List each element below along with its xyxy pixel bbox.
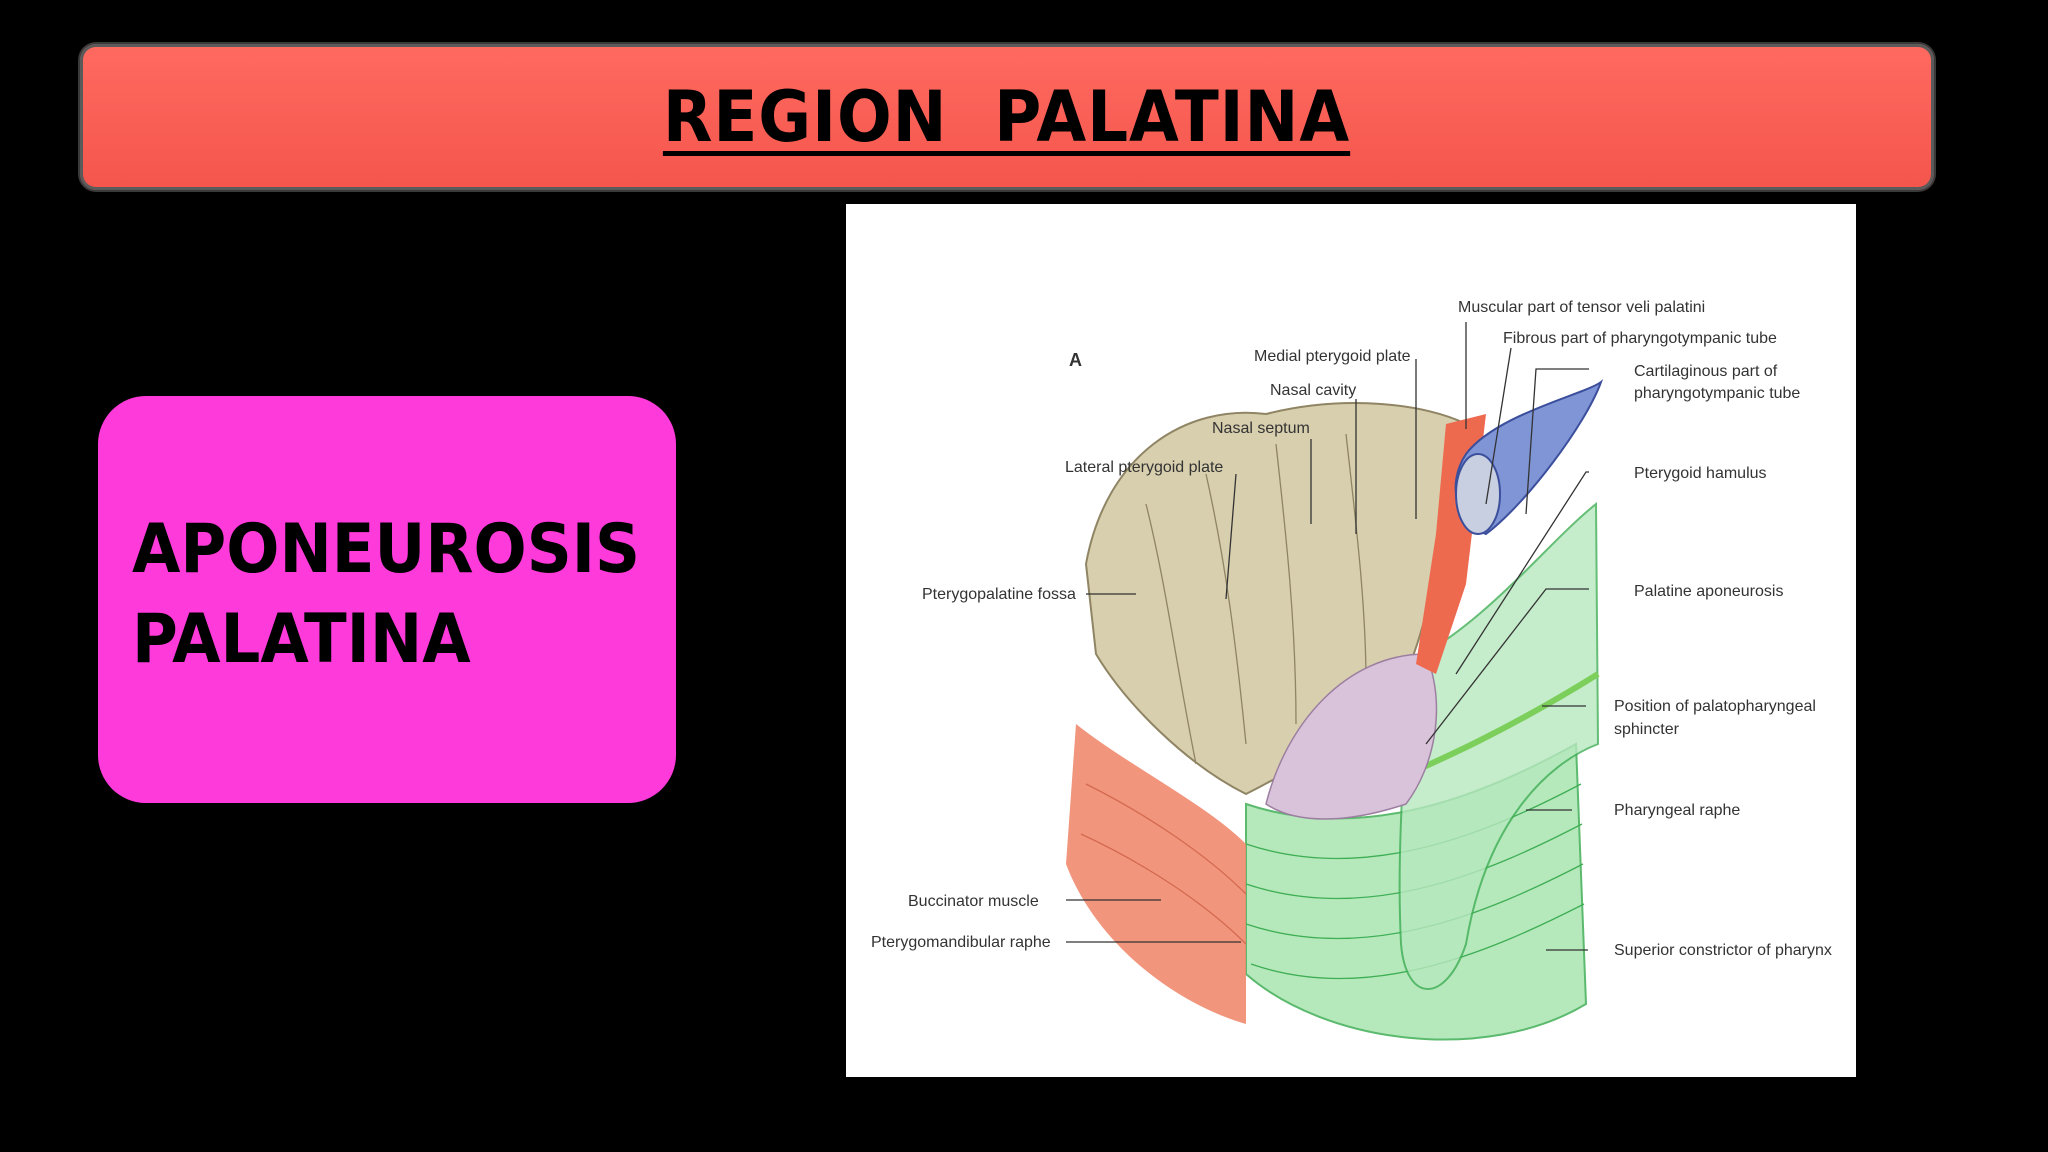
label-fibrous-tube: Fibrous part of pharyngotympanic tube (1503, 330, 1777, 347)
panel-letter: A (1069, 350, 1082, 370)
label-buccinator: Buccinator muscle (908, 893, 1039, 910)
label-nasal-cavity: Nasal cavity (1270, 382, 1356, 399)
label-pterygoid-hamulus: Pterygoid hamulus (1634, 465, 1767, 482)
palatine-aponeurosis-shape (1265, 653, 1438, 820)
label-nasal-septum: Nasal septum (1212, 420, 1310, 437)
slide-title: REGION PALATINA (663, 76, 1351, 158)
anatomy-illustration: A Muscular part of tensor veli palatini … (871, 299, 1832, 1041)
label-cartilaginous-1: Cartilaginous part of (1634, 363, 1778, 380)
label-superior-constrictor: Superior constrictor of pharynx (1614, 942, 1832, 959)
topic-box: APONEUROSIS PALATINA (98, 396, 676, 803)
topic-line-2: PALATINA (132, 600, 471, 679)
label-medial-plate: Medial pterygoid plate (1254, 348, 1411, 365)
anatomy-figure: A Muscular part of tensor veli palatini … (846, 204, 1856, 1077)
title-bar: REGION PALATINA (80, 44, 1934, 190)
label-cartilaginous-2: pharyngotympanic tube (1634, 385, 1800, 402)
label-pharyngeal-raphe: Pharyngeal raphe (1614, 802, 1740, 819)
label-pterygomandibular: Pterygomandibular raphe (871, 934, 1051, 951)
label-lateral-plate: Lateral pterygoid plate (1065, 459, 1223, 476)
label-pterygopalatine-fossa: Pterygopalatine fossa (922, 586, 1076, 603)
palatopharyngeal-shape (1398, 501, 1600, 990)
topic-line-1: APONEUROSIS (132, 510, 641, 589)
label-muscular-tensor: Muscular part of tensor veli palatini (1458, 299, 1705, 316)
label-palatopharyngeal-1: Position of palatopharyngeal (1614, 698, 1816, 715)
label-palatopharyngeal-2: sphincter (1614, 721, 1680, 738)
label-palatine-aponeurosis: Palatine aponeurosis (1634, 583, 1783, 600)
